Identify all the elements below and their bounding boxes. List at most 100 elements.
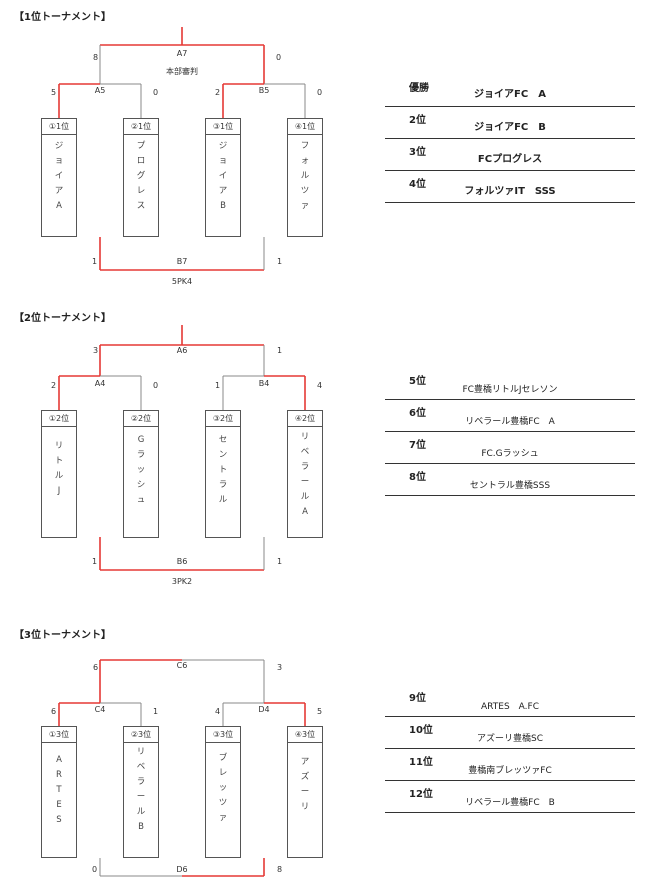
semi-left-score-right: 0 — [153, 88, 158, 97]
result-place: 2位 — [409, 115, 426, 126]
semi-left-score-left: 5 — [51, 88, 56, 97]
tournament2-bracket: A6 3 1 A4 2 0 B4 1 4 B6 1 1 3PK2 — [51, 325, 322, 586]
result-place: 9位 — [409, 693, 426, 704]
result-team: リベラール豊橋FC B — [465, 798, 555, 808]
semi-left-match-label: C4 — [95, 705, 106, 714]
semi-right-score-right: 5 — [317, 707, 322, 716]
result-team: FC.Gラッシュ — [481, 449, 539, 459]
result-team: セントラル豊橋SSS — [469, 481, 551, 491]
result-team: ジョイアFC A — [474, 89, 546, 100]
result-place: 12位 — [409, 789, 433, 800]
result-team: ジョイアFC B — [474, 122, 546, 133]
team-seed: ③3位 — [206, 727, 240, 743]
result-team: アズーリ豊橋SC — [477, 734, 543, 744]
team-seed: ④1位 — [288, 119, 322, 135]
team-seed: ②3位 — [124, 727, 158, 743]
third-score-right: 1 — [277, 557, 282, 566]
result-team: 豊橋南ブレッツァFC — [468, 766, 552, 776]
final-match-label: A6 — [177, 346, 188, 355]
semi-left-score-right: 0 — [153, 381, 158, 390]
result-row: 3位 FCプログレス — [385, 139, 635, 171]
tournament3-bracket: C6 6 3 C4 6 1 D4 4 5 D6 0 8 — [51, 659, 322, 877]
result-row: 2位 ジョイアFC B — [385, 107, 635, 139]
third-match-label: B6 — [177, 557, 188, 566]
team-seed: ①3位 — [42, 727, 76, 743]
team-name: アズーリ — [300, 757, 310, 812]
tournament1-title: 【1位トーナメント】 — [14, 12, 111, 23]
result-row: 4位 フォルツァIT SSS — [385, 171, 635, 203]
team-seed: ④3位 — [288, 727, 322, 743]
third-match-label: D6 — [176, 865, 187, 874]
semi-right-score-left: 1 — [215, 381, 220, 390]
team-seed: ③2位 — [206, 411, 240, 427]
result-place: 4位 — [409, 179, 426, 190]
result-team: ARTES A.FC — [481, 702, 539, 712]
third-score-right: 8 — [277, 865, 282, 874]
team-name: ブレッツァ — [218, 753, 228, 823]
result-row: 9位 ARTES A.FC — [385, 685, 635, 717]
result-place: 7位 — [409, 440, 426, 451]
team-name: セントラル — [218, 435, 228, 505]
team-box: ④3位 アズーリ — [287, 726, 323, 858]
tournament1-results: 優勝 ジョイアFC A 2位 ジョイアFC B 3位 FCプログレス 4位 フォ… — [385, 75, 635, 203]
result-team: フォルツァIT SSS — [464, 186, 556, 197]
semi-right-match-label: D4 — [258, 705, 269, 714]
result-row: 6位 リベラール豊橋FC A — [385, 400, 635, 432]
result-team: FC豊橋リトルJセレソン — [462, 385, 558, 395]
result-place: 優勝 — [409, 83, 429, 94]
team-seed: ①1位 — [42, 119, 76, 135]
third-score-right: 1 — [277, 257, 282, 266]
team-box: ③2位 セントラル — [205, 410, 241, 538]
result-place: 10位 — [409, 725, 433, 736]
semi-left-match-label: A5 — [95, 86, 106, 95]
tournament3-title: 【3位トーナメント】 — [14, 630, 111, 641]
team-box: ③3位 ブレッツァ — [205, 726, 241, 858]
team-seed: ②2位 — [124, 411, 158, 427]
tournament2-results: 5位 FC豊橋リトルJセレソン 6位 リベラール豊橋FC A 7位 FC.Gラッ… — [385, 368, 635, 496]
pk-result: 3PK2 — [172, 577, 192, 586]
final-score-right: 1 — [277, 346, 282, 355]
team-name: フォルツァ — [300, 141, 310, 211]
team-seed: ①2位 — [42, 411, 76, 427]
semi-left-match-label: A4 — [95, 379, 106, 388]
result-place: 3位 — [409, 147, 426, 158]
team-box: ④1位 フォルツァ — [287, 118, 323, 237]
final-match-label: A7 — [177, 49, 188, 58]
tournament2-title: 【2位トーナメント】 — [14, 313, 111, 324]
team-seed: ③1位 — [206, 119, 240, 135]
semi-left-score-left: 6 — [51, 707, 56, 716]
third-score-left: 1 — [92, 557, 97, 566]
semi-left-score-right: 1 — [153, 707, 158, 716]
pk-result: 5PK4 — [172, 277, 192, 286]
result-team: FCプログレス — [477, 154, 543, 165]
team-seed: ②1位 — [124, 119, 158, 135]
result-team: リベラール豊橋FC A — [465, 417, 555, 427]
semi-right-score-left: 4 — [215, 707, 220, 716]
referee-label: 本部審判 — [166, 66, 198, 76]
result-place: 6位 — [409, 408, 426, 419]
result-row: 11位 豊橋南ブレッツァFC — [385, 749, 635, 781]
result-place: 8位 — [409, 472, 426, 483]
semi-right-score-right: 4 — [317, 381, 322, 390]
semi-right-score-right: 0 — [317, 88, 322, 97]
team-box: ②1位 プログレス — [123, 118, 159, 237]
result-place: 5位 — [409, 376, 426, 387]
final-score-left: 8 — [93, 53, 98, 62]
final-score-left: 3 — [93, 346, 98, 355]
result-row: 10位 アズーリ豊橋SC — [385, 717, 635, 749]
third-match-label: B7 — [177, 257, 188, 266]
tournament1-bracket: A7 本部審判 8 0 A5 5 0 B5 2 0 B7 1 1 5PK4 — [51, 27, 322, 286]
result-row: 5位 FC豊橋リトルJセレソン — [385, 368, 635, 400]
semi-right-score-left: 2 — [215, 88, 220, 97]
result-row: 優勝 ジョイアFC A — [385, 75, 635, 107]
